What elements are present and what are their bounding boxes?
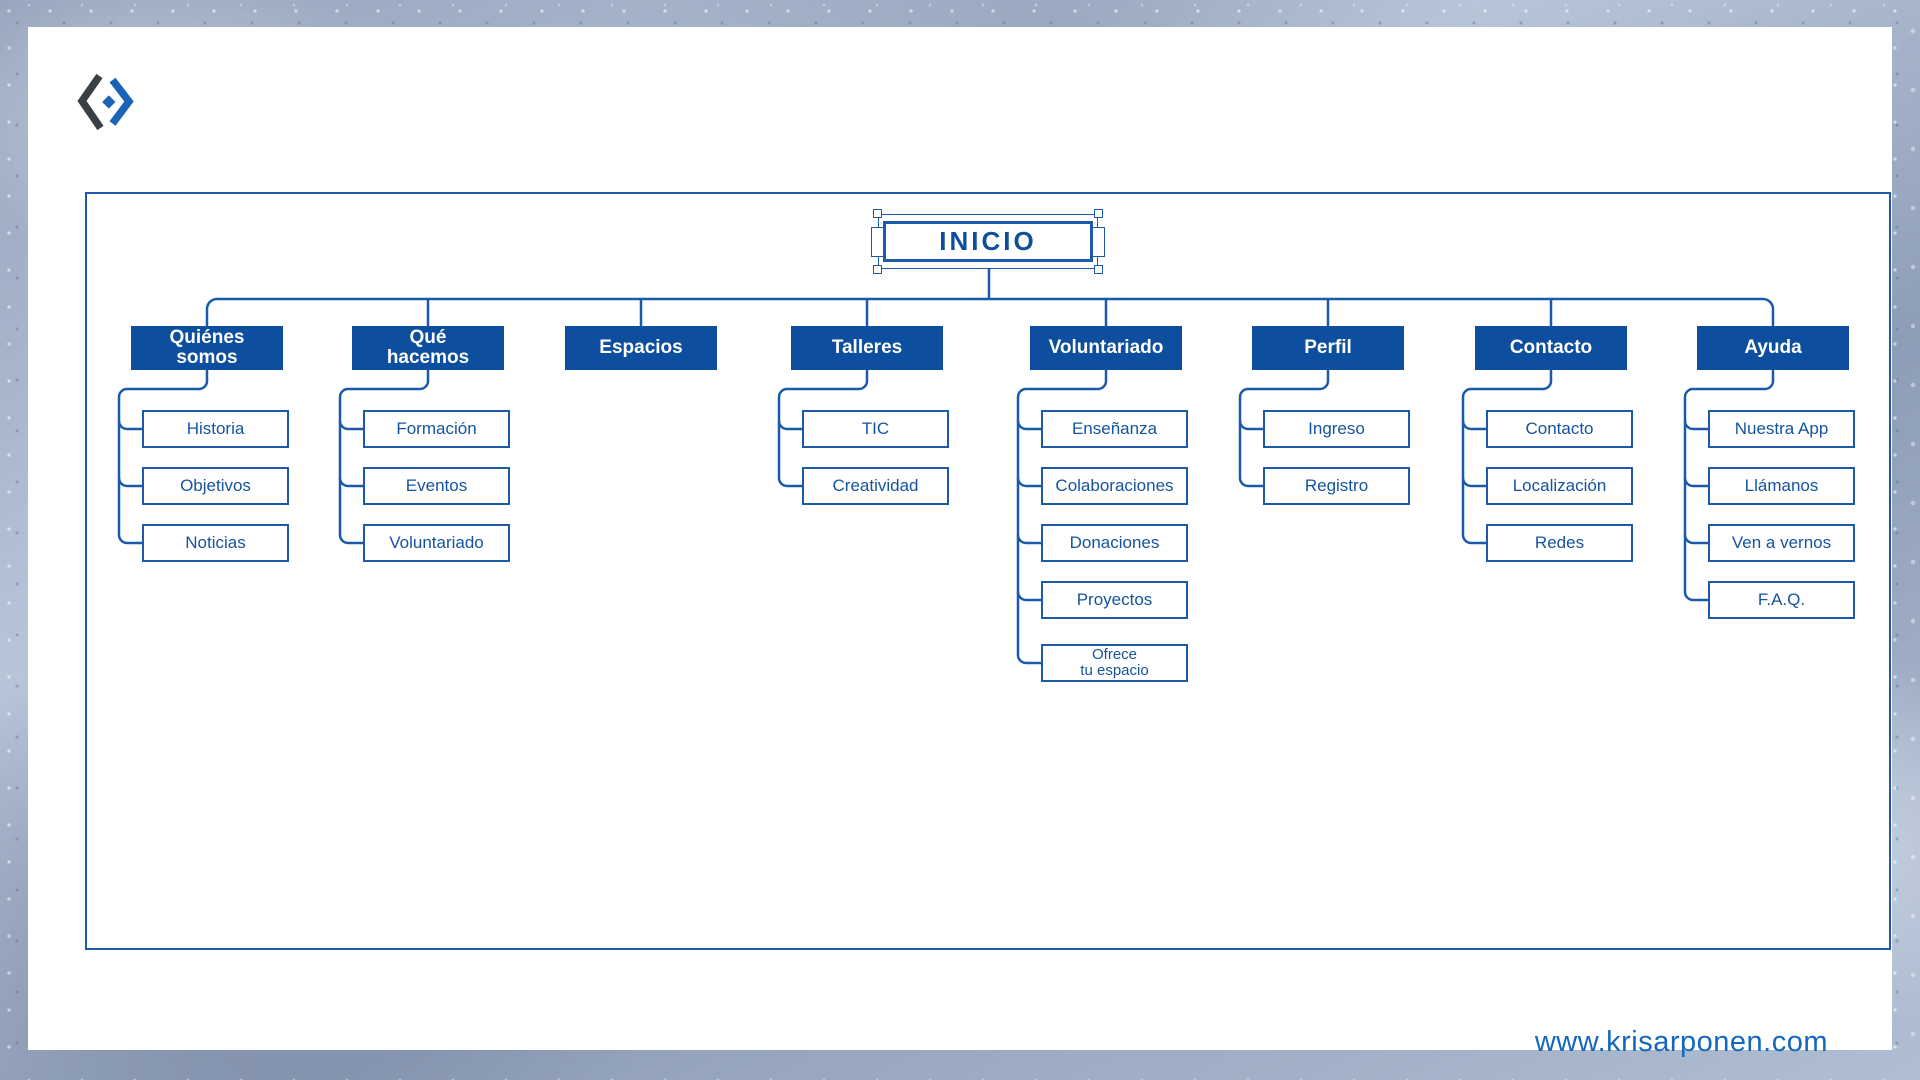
node-eventos: Eventos xyxy=(363,467,510,505)
node-localizacion: Localización xyxy=(1486,467,1633,505)
node-donaciones: Donaciones xyxy=(1041,524,1188,562)
node-ofrece-tu-espacio: Ofrece tu espacio xyxy=(1041,644,1188,682)
root-node-label: INICIO xyxy=(939,226,1037,256)
node-formacion: Formación xyxy=(363,410,510,448)
node-redes: Redes xyxy=(1486,524,1633,562)
node-nuestra-app: Nuestra App xyxy=(1708,410,1855,448)
node-ingreso: Ingreso xyxy=(1263,410,1410,448)
frame-corner-ornament xyxy=(873,209,882,218)
frame-corner-ornament xyxy=(1094,265,1103,274)
frame-side-ornament xyxy=(1092,226,1105,257)
node-colaboraciones: Colaboraciones xyxy=(1041,467,1188,505)
category-node-talleres: Talleres xyxy=(791,326,943,370)
root-node-inicio: INICIO xyxy=(871,209,1105,274)
node-historia: Historia xyxy=(142,410,289,448)
node-objetivos: Objetivos xyxy=(142,467,289,505)
category-node-perfil: Perfil xyxy=(1252,326,1404,370)
category-node-que-hacemos: Qué hacemos xyxy=(352,326,504,370)
diamond-code-logo-icon xyxy=(77,73,134,131)
category-node-quienes-somos: Quiénes somos xyxy=(131,326,283,370)
category-node-espacios: Espacios xyxy=(565,326,717,370)
node-tic: TIC xyxy=(802,410,949,448)
root-node-box: INICIO xyxy=(883,221,1093,262)
footer-url: www.krisarponen.com xyxy=(1534,1026,1828,1058)
node-contacto: Contacto xyxy=(1486,410,1633,448)
node-voluntariado: Voluntariado xyxy=(363,524,510,562)
category-node-ayuda: Ayuda xyxy=(1697,326,1849,370)
node-ven-a-vernos: Ven a vernos xyxy=(1708,524,1855,562)
frame-corner-ornament xyxy=(1094,209,1103,218)
node-ensenanza: Enseñanza xyxy=(1041,410,1188,448)
node-f-a-q: F.A.Q. xyxy=(1708,581,1855,619)
diagram-frame xyxy=(85,192,1891,950)
node-registro: Registro xyxy=(1263,467,1410,505)
node-llamanos: Llámanos xyxy=(1708,467,1855,505)
category-node-voluntariado: Voluntariado xyxy=(1030,326,1182,370)
node-proyectos: Proyectos xyxy=(1041,581,1188,619)
category-node-contacto: Contacto xyxy=(1475,326,1627,370)
node-creatividad: Creatividad xyxy=(802,467,949,505)
frame-corner-ornament xyxy=(873,265,882,274)
node-noticias: Noticias xyxy=(142,524,289,562)
